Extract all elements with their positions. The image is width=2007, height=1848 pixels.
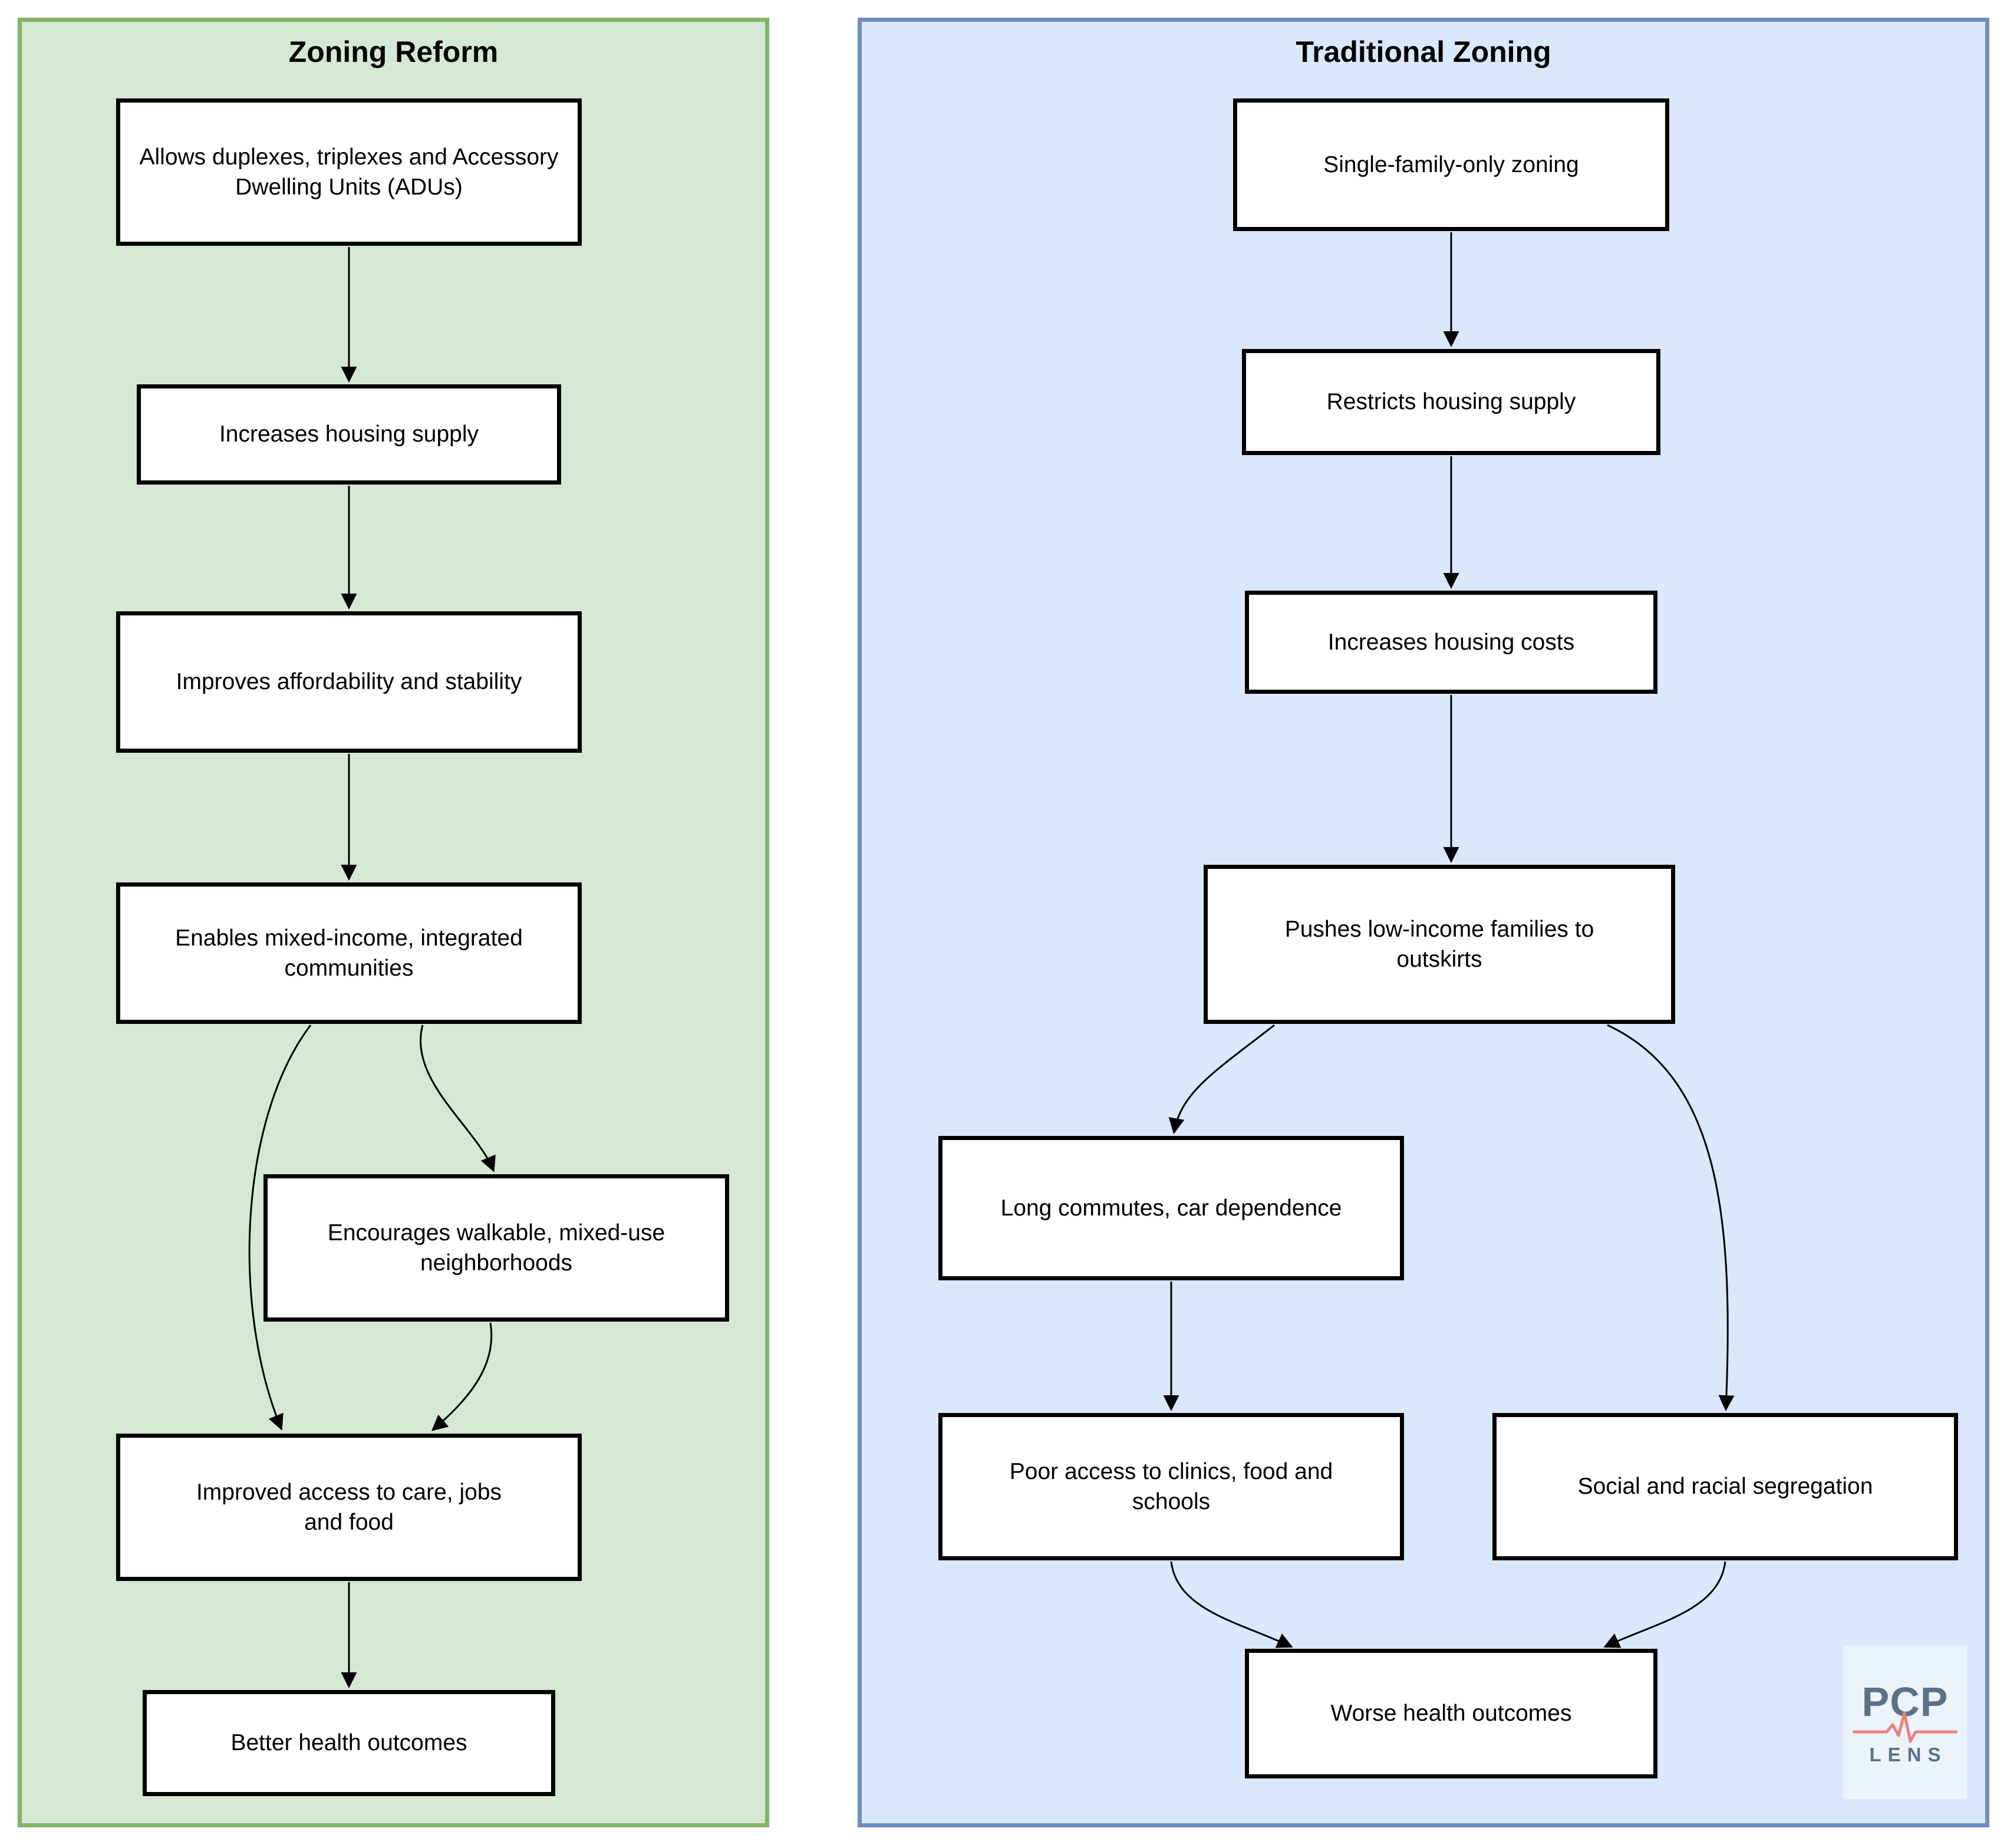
arrow-walkable-to-access xyxy=(431,1322,493,1431)
node-label: Improved access to care, jobs and food xyxy=(196,1479,502,1535)
node-label: Increases housing supply xyxy=(219,421,479,447)
heartbeat-pulse-icon xyxy=(1853,1711,1957,1742)
arrow-pushes-to-commutes xyxy=(1168,1024,1275,1134)
node-mixed-income-communities: Enables mixed-income, integrated communi… xyxy=(116,882,582,1024)
node-worse-health-outcomes: Worse health outcomes xyxy=(1245,1649,1657,1778)
node-label: Pushes low-income families to outskirts xyxy=(1284,916,1594,972)
node-label: Social and racial segregation xyxy=(1577,1474,1873,1500)
arrow-pushes-to-segregation xyxy=(1607,1024,1735,1412)
node-label: Single-family-only zoning xyxy=(1323,151,1579,177)
node-increases-housing-costs: Increases housing costs xyxy=(1245,591,1657,694)
node-label: Worse health outcomes xyxy=(1330,1701,1572,1727)
node-better-health-outcomes: Better health outcomes xyxy=(143,1690,555,1796)
node-label: Increases housing costs xyxy=(1327,629,1575,655)
panel-title-zoning-reform: Zoning Reform xyxy=(288,35,499,68)
arrow-poor-access-to-worse-health xyxy=(1170,1561,1293,1648)
node-label: Encourages walkable, mixed-use neighborh… xyxy=(327,1220,665,1276)
panel-traditional-zoning: Traditional Zoning Single-family-only zo… xyxy=(858,18,1989,1827)
node-restricts-housing-supply: Restricts housing supply xyxy=(1242,349,1660,455)
logo-text-lens: LENS xyxy=(1869,1743,1947,1765)
node-label: Long commutes, car dependence xyxy=(1000,1195,1342,1221)
arrow-segregation-to-worse-health xyxy=(1603,1561,1726,1648)
node-label: Enables mixed-income, integrated communi… xyxy=(175,925,523,981)
node-improves-affordability: Improves affordability and stability xyxy=(116,611,582,753)
pcp-lens-logo: PCP LENS xyxy=(1843,1646,1967,1799)
node-allows-duplexes: Allows duplexes, triplexes and Accessory… xyxy=(116,98,582,246)
panel-zoning-reform: Zoning Reform Allows duplexes, triplexes… xyxy=(18,18,769,1827)
node-label: Improves affordability and stability xyxy=(176,669,522,695)
node-poor-access: Poor access to clinics, food and schools xyxy=(938,1413,1404,1560)
node-label: Allows duplexes, triplexes and Accessory… xyxy=(139,144,559,200)
node-improved-access: Improved access to care, jobs and food xyxy=(116,1434,582,1581)
node-pushes-families-outskirts: Pushes low-income families to outskirts xyxy=(1204,865,1675,1024)
node-long-commutes: Long commutes, car dependence xyxy=(938,1136,1404,1280)
node-increases-housing-supply: Increases housing supply xyxy=(137,384,561,485)
node-label: Better health outcomes xyxy=(230,1730,467,1756)
node-segregation: Social and racial segregation xyxy=(1492,1413,1958,1560)
node-label: Restricts housing supply xyxy=(1326,389,1576,415)
panel-title-traditional-zoning: Traditional Zoning xyxy=(1296,35,1551,68)
arrow-mixed-to-walkable xyxy=(420,1025,496,1172)
node-label: Poor access to clinics, food and schools xyxy=(1009,1458,1333,1514)
node-walkable-neighborhoods: Encourages walkable, mixed-use neighborh… xyxy=(263,1174,729,1322)
node-single-family-zoning: Single-family-only zoning xyxy=(1233,98,1669,231)
